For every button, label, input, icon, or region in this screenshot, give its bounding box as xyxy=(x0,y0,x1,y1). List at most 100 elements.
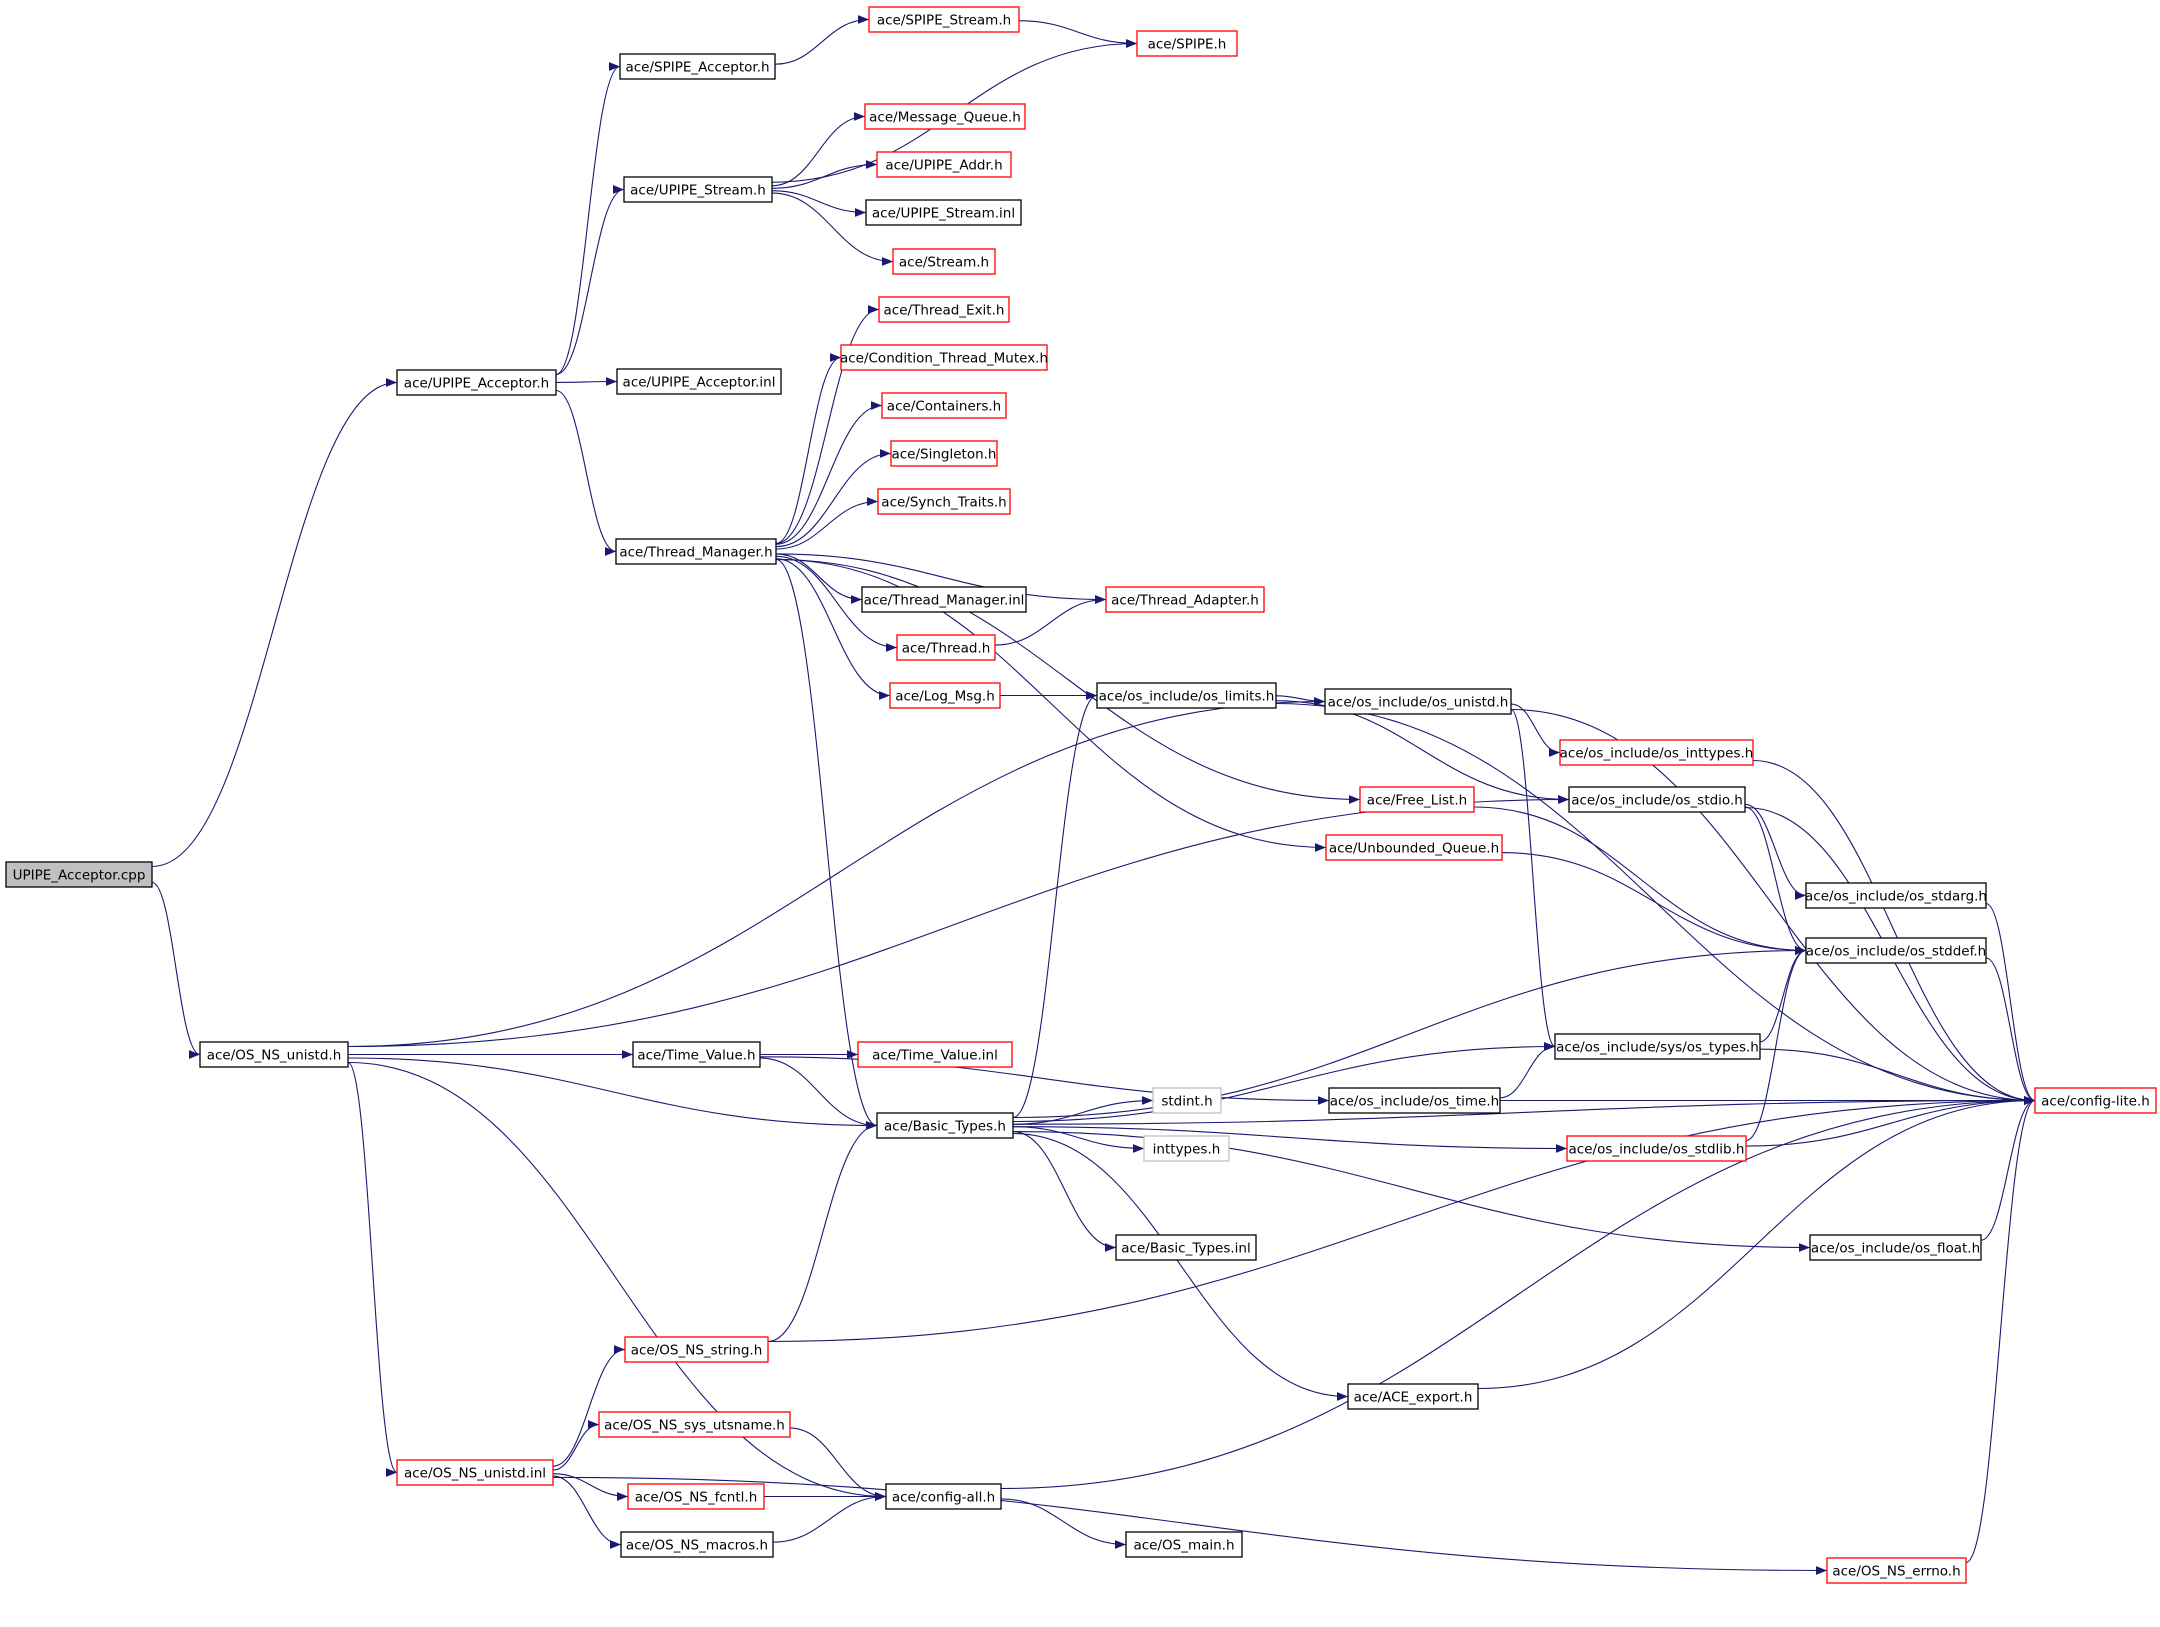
node-upipe_stream_inl[interactable]: ace/UPIPE_Stream.inl xyxy=(865,199,1022,226)
node-sys_types_h[interactable]: ace/os_include/sys/os_types.h xyxy=(1554,1033,1761,1060)
edge-basic_types_h-to-os_stdlib_h xyxy=(1012,1126,1568,1153)
node-box xyxy=(885,1483,1002,1510)
edge-basic_types_h-to-basic_types_inl xyxy=(1012,1131,1117,1252)
edge-root-to-os_ns_unistd_h xyxy=(151,881,201,1059)
node-os_stdio_h[interactable]: ace/os_include/os_stdio.h xyxy=(1568,786,1746,813)
node-label: ace/UPIPE_Stream.inl xyxy=(872,206,1015,222)
node-box xyxy=(1554,1033,1761,1060)
node-os_float_h[interactable]: ace/os_include/os_float.h xyxy=(1809,1234,1982,1261)
node-box xyxy=(627,1483,765,1510)
edge-basic_types_h-to-os_limits_h xyxy=(1012,691,1098,1119)
node-config_all_h[interactable]: ace/config-all.h xyxy=(885,1483,1002,1510)
node-box xyxy=(615,538,777,565)
node-ace_export_h[interactable]: ace/ACE_export.h xyxy=(1347,1383,1479,1410)
node-free_list_h[interactable]: ace/Free_List.h xyxy=(1359,786,1475,813)
node-msg_queue_h[interactable]: ace/Message_Queue.h xyxy=(864,103,1026,130)
node-layer: UPIPE_Acceptor.cppace/UPIPE_Acceptor.hac… xyxy=(5,6,2157,1584)
edge-thread_h-to-thread_adapter_h xyxy=(994,595,1107,646)
node-root: UPIPE_Acceptor.cpp xyxy=(5,861,153,888)
node-label: ace/Stream.h xyxy=(899,255,989,271)
node-label: ace/SPIPE_Stream.h xyxy=(877,13,1011,29)
node-thread_mgr_h[interactable]: ace/Thread_Manager.h xyxy=(615,538,777,565)
node-label: ace/Free_List.h xyxy=(1367,793,1467,809)
node-upipe_stream_h[interactable]: ace/UPIPE_Stream.h xyxy=(623,176,773,203)
node-basic_types_inl[interactable]: ace/Basic_Types.inl xyxy=(1115,1234,1257,1261)
node-box xyxy=(1096,682,1277,709)
node-cond_mutex_h[interactable]: ace/Condition_Thread_Mutex.h xyxy=(840,344,1048,371)
node-os_inttypes_h[interactable]: ace/os_include/os_inttypes.h xyxy=(1559,739,1754,766)
node-stdint_h[interactable]: stdint.h xyxy=(1152,1087,1222,1114)
edge-ace_export_h-to-config_lite_h xyxy=(1477,1096,2036,1390)
node-label: ace/Singleton.h xyxy=(891,447,996,463)
node-label: ace/Thread_Adapter.h xyxy=(1111,593,1259,609)
node-os_ns_errno_h[interactable]: ace/OS_NS_errno.h xyxy=(1826,1557,1967,1584)
node-basic_types_h[interactable]: ace/Basic_Types.h xyxy=(876,1112,1014,1139)
node-label: ace/UPIPE_Stream.h xyxy=(630,183,766,199)
node-config_lite_h[interactable]: ace/config-lite.h xyxy=(2034,1087,2157,1114)
node-os_ns_unistd_h[interactable]: ace/OS_NS_unistd.h xyxy=(199,1041,349,1068)
node-os_main_h[interactable]: ace/OS_main.h xyxy=(1125,1531,1243,1558)
node-unbounded_q_h[interactable]: ace/Unbounded_Queue.h xyxy=(1325,834,1503,861)
node-upipe_acc_inl[interactable]: ace/UPIPE_Acceptor.inl xyxy=(616,368,782,395)
node-thread_adapter_h[interactable]: ace/Thread_Adapter.h xyxy=(1105,586,1265,613)
node-spipe_acc_h[interactable]: ace/SPIPE_Acceptor.h xyxy=(619,53,776,80)
node-stream_h[interactable]: ace/Stream.h xyxy=(892,248,996,275)
node-label: ace/OS_NS_fcntl.h xyxy=(635,1490,758,1506)
node-label: ace/os_include/os_stdarg.h xyxy=(1805,889,1987,905)
node-os_ns_macros_h[interactable]: ace/OS_NS_macros.h xyxy=(620,1531,774,1558)
node-spipe_stream_h[interactable]: ace/SPIPE_Stream.h xyxy=(868,6,1020,33)
node-thread_exit_h[interactable]: ace/Thread_Exit.h xyxy=(878,296,1010,323)
edge-os_ns_string_h-to-basic_types_h xyxy=(767,1121,878,1343)
edge-basic_types_h-to-stdint_h xyxy=(1012,1096,1154,1125)
node-os_ns_fcntl_h[interactable]: ace/OS_NS_fcntl.h xyxy=(627,1483,765,1510)
edge-os_ns_unistd_h-to-config_all_h xyxy=(347,1061,887,1501)
node-spipe_h[interactable]: ace/SPIPE.h xyxy=(1136,30,1238,57)
node-time_value_h[interactable]: ace/Time_Value.h xyxy=(632,1041,761,1068)
node-box xyxy=(619,53,776,80)
node-os_ns_sys_utsname_h[interactable]: ace/OS_NS_sys_utsname.h xyxy=(598,1411,791,1438)
edge-sys_types_h-to-os_stddef_h xyxy=(1759,946,1807,1043)
node-os_limits_h[interactable]: ace/os_include/os_limits.h xyxy=(1096,682,1277,709)
node-box xyxy=(1568,786,1746,813)
edge-thread_mgr_h-to-synch_traits_h xyxy=(775,497,879,550)
node-label: ace/os_include/os_float.h xyxy=(1811,1241,1980,1257)
node-label: ace/os_include/os_stdio.h xyxy=(1571,793,1743,809)
node-containers_h[interactable]: ace/Containers.h xyxy=(881,392,1007,419)
node-box xyxy=(1325,834,1503,861)
node-label: ace/OS_NS_macros.h xyxy=(626,1538,768,1554)
node-label: ace/SPIPE_Acceptor.h xyxy=(625,60,769,76)
node-box xyxy=(864,103,1026,130)
node-box xyxy=(868,6,1020,33)
node-log_msg_h[interactable]: ace/Log_Msg.h xyxy=(889,682,1001,709)
node-singleton_h[interactable]: ace/Singleton.h xyxy=(890,440,998,467)
node-label: ace/OS_NS_unistd.inl xyxy=(404,1466,546,1482)
node-os_unistd_h[interactable]: ace/os_include/os_unistd.h xyxy=(1324,688,1512,715)
node-os_stddef_h[interactable]: ace/os_include/os_stddef.h xyxy=(1805,937,1987,964)
edge-os_float_h-to-config_lite_h xyxy=(1980,1096,2036,1241)
node-box xyxy=(1559,739,1754,766)
node-box xyxy=(877,488,1011,515)
node-time_value_inl[interactable]: ace/Time_Value.inl xyxy=(857,1041,1013,1068)
node-os_stdarg_h[interactable]: ace/os_include/os_stdarg.h xyxy=(1805,882,1987,909)
edge-upipe_acc_h-to-upipe_acc_inl xyxy=(555,377,618,386)
node-thread_mgr_inl[interactable]: ace/Thread_Manager.inl xyxy=(861,586,1027,613)
edge-os_time_h-to-sys_types_h xyxy=(1499,1042,1556,1099)
node-upipe_addr_h[interactable]: ace/UPIPE_Addr.h xyxy=(876,151,1012,178)
edge-upipe_stream_h-to-stream_h xyxy=(771,192,894,266)
edge-spipe_stream_h-to-spipe_h xyxy=(1018,20,1138,48)
node-upipe_acc_h[interactable]: ace/UPIPE_Acceptor.h xyxy=(396,369,557,396)
node-os_stdlib_h[interactable]: ace/os_include/os_stdlib.h xyxy=(1566,1135,1747,1162)
node-box xyxy=(624,1336,769,1363)
node-inttypes_h[interactable]: inttypes.h xyxy=(1143,1135,1230,1162)
node-os_time_h[interactable]: ace/os_include/os_time.h xyxy=(1328,1087,1501,1114)
edge-time_value_h-to-os_time_h xyxy=(759,1056,1330,1105)
node-synch_traits_h[interactable]: ace/Synch_Traits.h xyxy=(877,488,1011,515)
node-label: ace/os_include/os_stdlib.h xyxy=(1569,1142,1745,1158)
node-box xyxy=(892,248,996,275)
node-os_ns_string_h[interactable]: ace/OS_NS_string.h xyxy=(624,1336,769,1363)
node-os_ns_unistd_inl[interactable]: ace/OS_NS_unistd.inl xyxy=(396,1459,554,1486)
node-label: ace/OS_NS_sys_utsname.h xyxy=(604,1418,785,1434)
node-thread_h[interactable]: ace/Thread.h xyxy=(896,634,996,661)
edge-os_ns_unistd_h-to-os_stdio_h xyxy=(347,795,1570,1048)
node-box xyxy=(881,392,1007,419)
